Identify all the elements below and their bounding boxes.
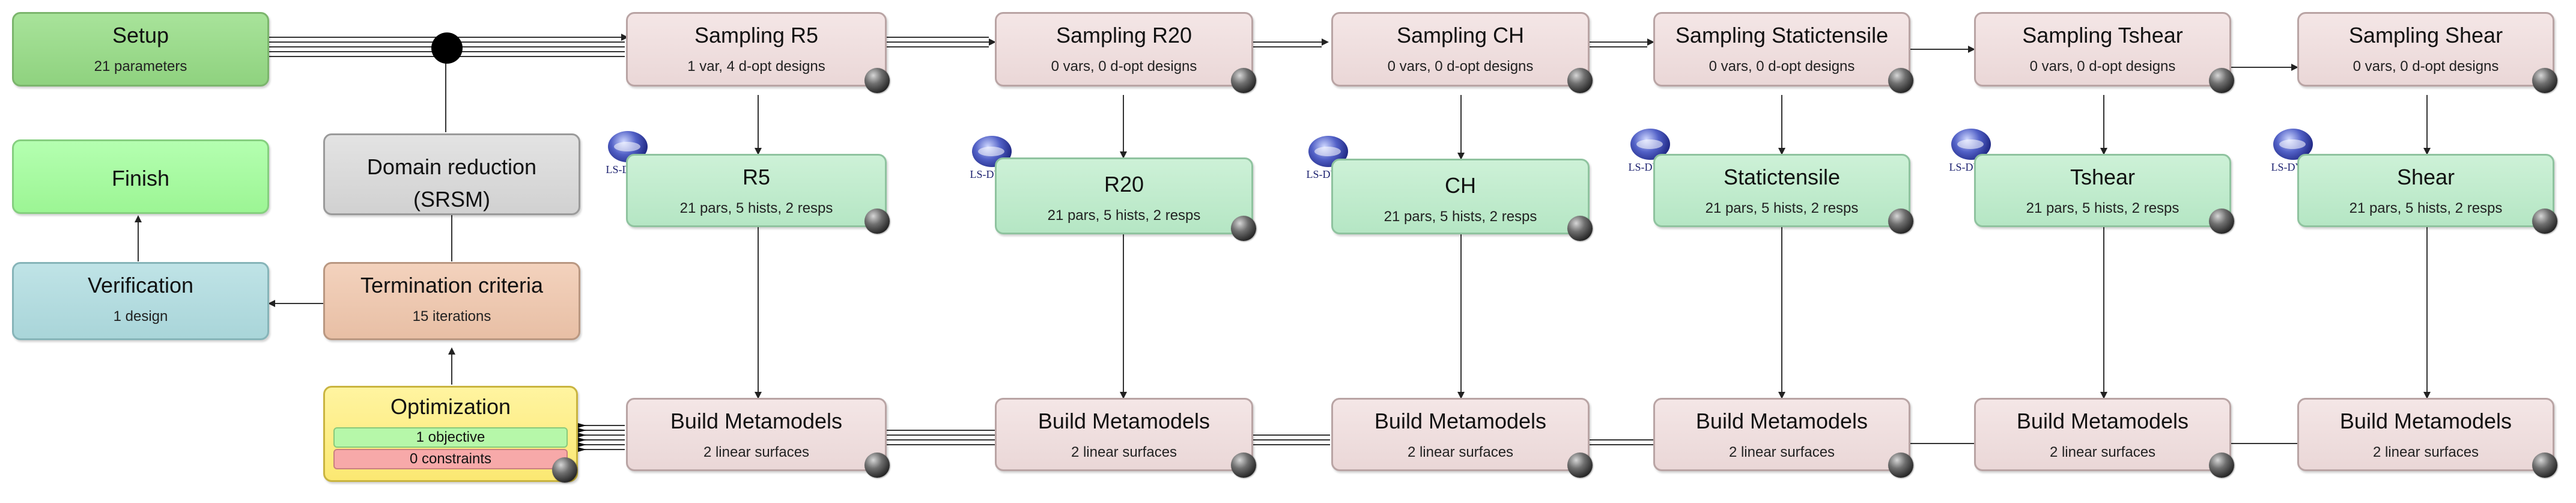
metamodels-title: Build Metamodels — [2339, 409, 2512, 433]
metamodels-status-ball[interactable] — [1888, 453, 1913, 478]
sampling-status-ball[interactable] — [2209, 68, 2234, 93]
metamodels-status-ball[interactable] — [1231, 453, 1256, 478]
domain-reduction-subtitle: (SRSM) — [413, 187, 490, 212]
finish-node[interactable]: Finish — [12, 139, 269, 214]
metamodels-status-ball[interactable] — [2209, 453, 2234, 478]
constraints-bar: 0 constraints — [333, 449, 568, 469]
metamodels-node[interactable]: Build Metamodels 2 linear surfaces — [995, 398, 1256, 478]
solver-title: R5 — [742, 165, 771, 189]
solver-node[interactable]: CH 21 pars, 5 hists, 2 resps — [1331, 159, 1593, 241]
metamodels-node[interactable]: Build Metamodels 2 linear surfaces — [1331, 398, 1593, 478]
sampling-node[interactable]: Sampling Shear 0 vars, 0 d-opt designs — [2297, 12, 2557, 93]
solver-status-ball[interactable] — [864, 209, 890, 234]
metamodels-subtitle: 2 linear surfaces — [1728, 444, 1835, 460]
setup-title: Setup — [112, 23, 169, 47]
sampling-title: Sampling Shear — [2348, 23, 2503, 47]
solver-title: Shear — [2396, 165, 2455, 189]
verification-node[interactable]: Verification 1 design — [12, 262, 269, 340]
domain-reduction-title: Domain reduction — [366, 154, 537, 179]
sampling-status-ball[interactable] — [1231, 68, 1256, 93]
optimization-input-arrows — [578, 423, 586, 452]
sampling-subtitle: 0 vars, 0 d-opt designs — [2029, 58, 2176, 75]
solver-node[interactable]: Tshear 21 pars, 5 hists, 2 resps — [1974, 154, 2234, 234]
sampling-status-ball[interactable] — [1888, 68, 1913, 93]
sampling-title: Sampling Statictensile — [1675, 23, 1889, 47]
termination-subtitle: 15 iterations — [412, 308, 491, 325]
solver-subtitle: 21 pars, 5 hists, 2 resps — [679, 200, 833, 216]
metamodels-title: Build Metamodels — [1695, 409, 1868, 433]
solver-title: R20 — [1104, 172, 1144, 197]
solver-status-ball[interactable] — [1567, 216, 1593, 241]
metamodels-title: Build Metamodels — [2016, 409, 2189, 433]
sampling-node[interactable]: Sampling R20 0 vars, 0 d-opt designs — [995, 12, 1256, 93]
solver-subtitle: 21 pars, 5 hists, 2 resps — [2026, 200, 2180, 216]
sampling-node[interactable]: Sampling R5 1 var, 4 d-opt designs — [626, 12, 890, 93]
solver-status-ball[interactable] — [1231, 216, 1256, 241]
sampling-node[interactable]: Sampling Tshear 0 vars, 0 d-opt designs — [1974, 12, 2234, 93]
metamodels-subtitle: 2 linear surfaces — [703, 444, 810, 460]
termination-title: Termination criteria — [360, 273, 544, 297]
termination-criteria-node[interactable]: Termination criteria 15 iterations — [323, 262, 580, 340]
solver-subtitle: 21 pars, 5 hists, 2 resps — [1705, 200, 1859, 216]
sampling-status-ball[interactable] — [2532, 68, 2557, 93]
sampling-subtitle: 0 vars, 0 d-opt designs — [2353, 58, 2499, 75]
optimization-status-ball[interactable] — [552, 457, 577, 483]
sampling-subtitle: 0 vars, 0 d-opt designs — [1051, 58, 1197, 75]
metamodels-node[interactable]: Build Metamodels 2 linear surfaces — [626, 398, 890, 478]
metamodels-title: Build Metamodels — [1374, 409, 1547, 433]
metamodels-status-ball[interactable] — [1567, 453, 1593, 478]
sampling-title: Sampling R20 — [1056, 23, 1192, 47]
solver-title: Statictensile — [1723, 165, 1841, 189]
sampling-status-ball[interactable] — [1567, 68, 1593, 93]
solver-title: CH — [1445, 173, 1476, 198]
solver-node[interactable]: Shear 21 pars, 5 hists, 2 resps — [2297, 154, 2557, 234]
metamodels-subtitle: 2 linear surfaces — [2049, 444, 2156, 460]
setup-subtitle: 21 parameters — [94, 58, 187, 75]
sampling-title: Sampling R5 — [694, 23, 819, 47]
solver-subtitle: 21 pars, 5 hists, 2 resps — [1047, 207, 1201, 224]
setup-node[interactable]: Setup 21 parameters — [12, 12, 269, 87]
metamodels-node[interactable]: Build Metamodels 2 linear surfaces — [1974, 398, 2234, 478]
metamodels-subtitle: 2 linear surfaces — [1071, 444, 1177, 460]
sampling-subtitle: 1 var, 4 d-opt designs — [687, 58, 825, 75]
metamodels-subtitle: 2 linear surfaces — [1407, 444, 1514, 460]
objective-bar: 1 objective — [333, 427, 568, 448]
verification-subtitle: 1 design — [113, 308, 168, 325]
globe-icon — [2273, 129, 2313, 160]
optimization-title: Optimization — [390, 394, 511, 419]
metamodels-status-ball[interactable] — [864, 453, 890, 478]
sampling-node[interactable]: Sampling CH 0 vars, 0 d-opt designs — [1331, 12, 1593, 93]
solver-node[interactable]: Statictensile 21 pars, 5 hists, 2 resps — [1653, 154, 1913, 234]
sampling-title: Sampling CH — [1396, 23, 1525, 47]
sampling-subtitle: 0 vars, 0 d-opt designs — [1387, 58, 1534, 75]
sampling-subtitle: 0 vars, 0 d-opt designs — [1709, 58, 1855, 75]
metamodels-title: Build Metamodels — [1037, 409, 1211, 433]
sampling-title: Sampling Tshear — [2022, 23, 2183, 47]
verification-title: Verification — [87, 273, 194, 297]
metamodels-node[interactable]: Build Metamodels 2 linear surfaces — [2297, 398, 2557, 478]
sampling-status-ball[interactable] — [864, 68, 890, 93]
solver-subtitle: 21 pars, 5 hists, 2 resps — [1384, 209, 1537, 225]
junction-dot — [431, 32, 463, 64]
domain-reduction-node[interactable]: Domain reduction (SRSM) — [323, 133, 580, 215]
metamodels-status-ball[interactable] — [2532, 453, 2557, 478]
sampling-node[interactable]: Sampling Statictensile 0 vars, 0 d-opt d… — [1653, 12, 1913, 93]
optimization-node[interactable]: Optimization 1 objective 0 constraints — [323, 386, 578, 483]
solver-title: Tshear — [2070, 165, 2136, 189]
solver-subtitle: 21 pars, 5 hists, 2 resps — [2349, 200, 2503, 216]
finish-title: Finish — [111, 166, 170, 191]
metamodels-node[interactable]: Build Metamodels 2 linear surfaces — [1653, 398, 1913, 478]
metamodels-title: Build Metamodels — [670, 409, 843, 433]
metamodels-subtitle: 2 linear surfaces — [2372, 444, 2479, 460]
solver-node[interactable]: R20 21 pars, 5 hists, 2 resps — [995, 157, 1256, 241]
solver-status-ball[interactable] — [2532, 209, 2557, 234]
solver-status-ball[interactable] — [1888, 209, 1913, 234]
globe-icon — [1308, 136, 1348, 167]
solver-status-ball[interactable] — [2209, 209, 2234, 234]
solver-node[interactable]: R5 21 pars, 5 hists, 2 resps — [626, 154, 890, 234]
